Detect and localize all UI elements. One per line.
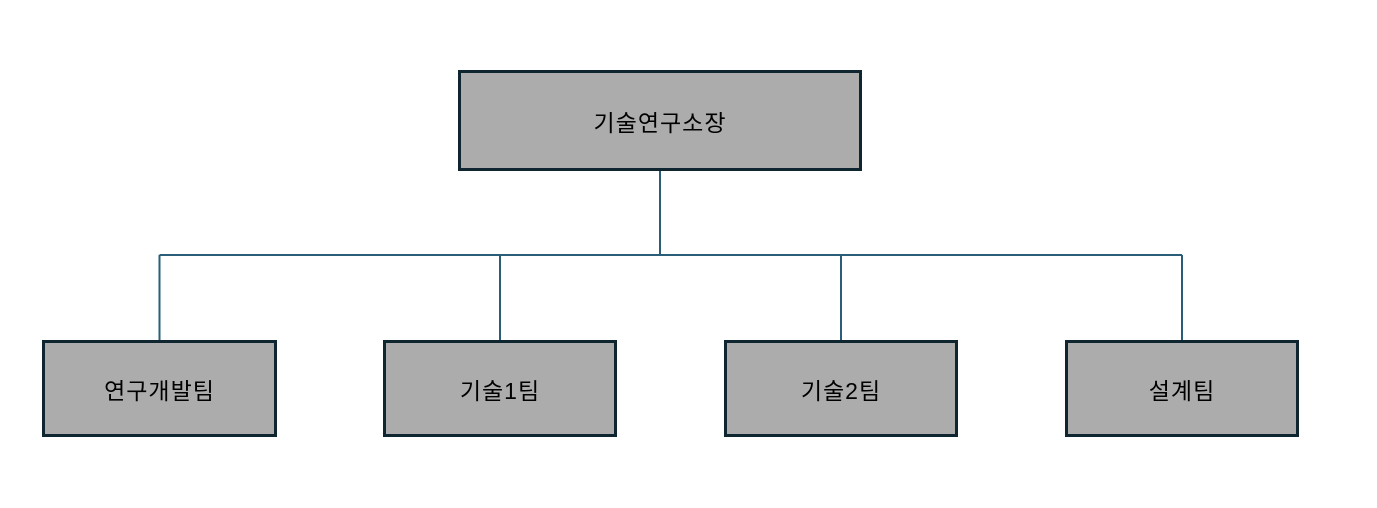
org-node-root-label: 기술연구소장 bbox=[593, 109, 727, 136]
org-node-child-1: 연구개발팀 bbox=[42, 340, 277, 437]
org-node-child-3-label: 기술2팀 bbox=[800, 377, 882, 404]
org-node-child-2: 기술1팀 bbox=[383, 340, 617, 437]
org-node-child-1-label: 연구개발팀 bbox=[104, 377, 215, 404]
org-node-child-4: 설계팀 bbox=[1065, 340, 1299, 437]
org-node-root: 기술연구소장 bbox=[458, 70, 862, 171]
org-node-child-4-label: 설계팀 bbox=[1148, 377, 1216, 404]
org-node-child-2-label: 기술1팀 bbox=[459, 377, 541, 404]
org-node-child-3: 기술2팀 bbox=[724, 340, 958, 437]
